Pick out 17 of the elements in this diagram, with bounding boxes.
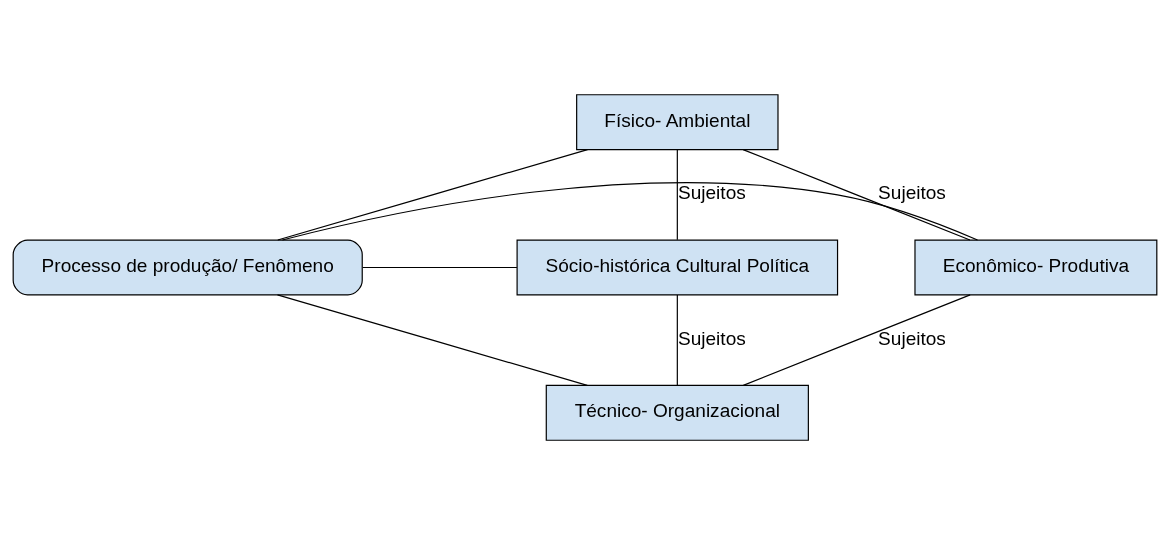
- node-box: Processo de produção/ Fenômeno: [12, 239, 363, 296]
- edge-label: Sujeitos: [878, 182, 946, 204]
- connector: [362, 266, 518, 269]
- connector: [742, 294, 971, 386]
- edge-label: Sujeitos: [878, 327, 946, 349]
- connector: [742, 149, 971, 241]
- connector: [281, 182, 979, 241]
- connector: [277, 149, 589, 241]
- connector: [676, 294, 678, 386]
- node-box: Físico- Ambiental: [576, 94, 779, 151]
- edge-label: Sujeitos: [677, 182, 746, 204]
- connector: [676, 149, 678, 241]
- node-box: Técnico- Organizacional: [545, 384, 809, 441]
- node-box: Sócio-histórica Cultural Política: [516, 239, 839, 296]
- connector: [276, 294, 588, 386]
- node-box: Econômico- Produtiva: [914, 239, 1158, 296]
- edge-label: Sujeitos: [677, 327, 746, 349]
